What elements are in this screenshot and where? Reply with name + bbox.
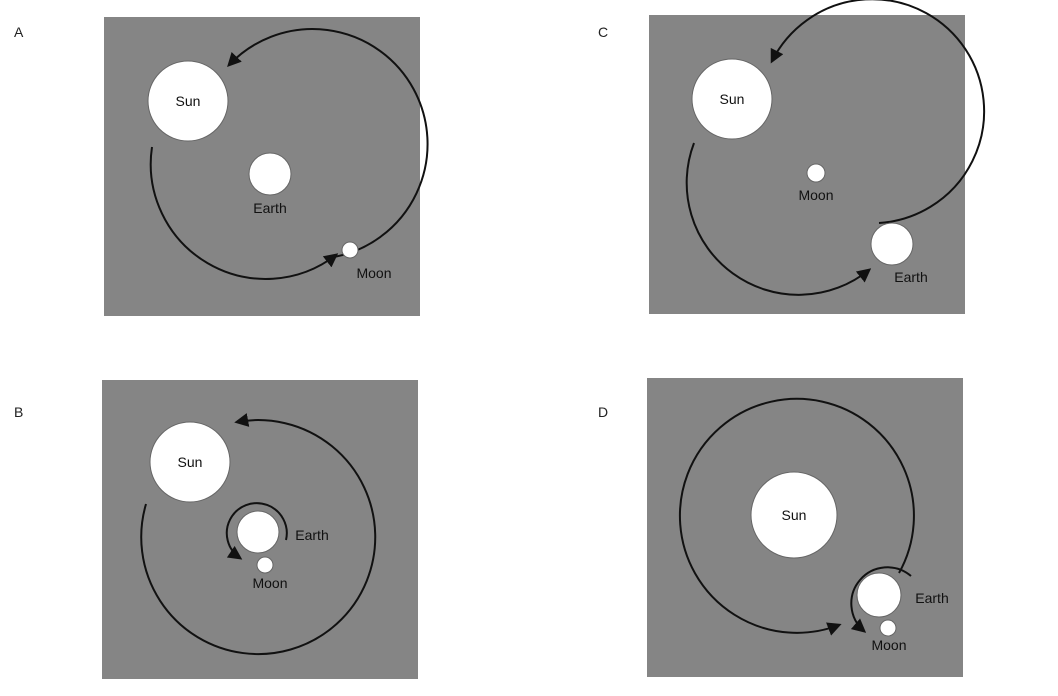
earth-orbit-path <box>685 142 872 296</box>
earth-label: Earth <box>915 590 949 606</box>
earth-circle <box>236 510 280 554</box>
sun-label: Sun <box>719 91 745 107</box>
earth-circle <box>870 222 914 266</box>
moon-circle <box>256 556 274 574</box>
panel-c: Sun Moon Earth <box>649 0 986 314</box>
sun-orbit-path <box>227 28 429 258</box>
sun-circle <box>750 471 838 559</box>
sun-circle <box>149 421 231 503</box>
panel-b-diagram <box>140 413 377 656</box>
panel-d: Sun Earth Moon <box>647 378 963 677</box>
moon-label: Moon <box>356 265 392 281</box>
earth-orbit-path <box>678 397 915 636</box>
panel-letter-a: A <box>14 24 24 40</box>
moon-circle <box>879 619 897 637</box>
sun-circle <box>691 58 773 140</box>
earth-label: Earth <box>295 527 329 543</box>
panel-letter-c: C <box>598 24 609 40</box>
moon-circle <box>341 241 359 259</box>
moon-label: Moon <box>871 637 907 653</box>
moon-circle <box>806 163 826 183</box>
earth-label: Earth <box>894 269 928 285</box>
sun-orbit-path <box>149 146 339 280</box>
panel-letter-b: B <box>14 404 24 420</box>
sun-label: Sun <box>781 507 807 523</box>
sun-label: Sun <box>177 454 203 470</box>
moon-orbit-path <box>225 502 288 560</box>
earth-circle <box>248 152 292 196</box>
earth-circle <box>856 572 902 618</box>
moon-orbit-path <box>850 566 912 633</box>
earth-orbit-path <box>770 0 986 224</box>
sun-orbit-path <box>140 413 377 656</box>
panel-a-diagram <box>147 28 429 280</box>
panel-d-diagram <box>678 397 915 637</box>
panel-letter-d: D <box>598 404 609 420</box>
panel-c-diagram <box>685 0 986 296</box>
panel-b: Sun Earth Moon <box>102 380 418 679</box>
moon-label: Moon <box>252 575 288 591</box>
panel-a: Sun Earth Moon <box>104 17 429 316</box>
earth-label: Earth <box>253 200 287 216</box>
sun-label: Sun <box>175 93 201 109</box>
moon-label: Moon <box>798 187 834 203</box>
sun-circle <box>147 60 229 142</box>
